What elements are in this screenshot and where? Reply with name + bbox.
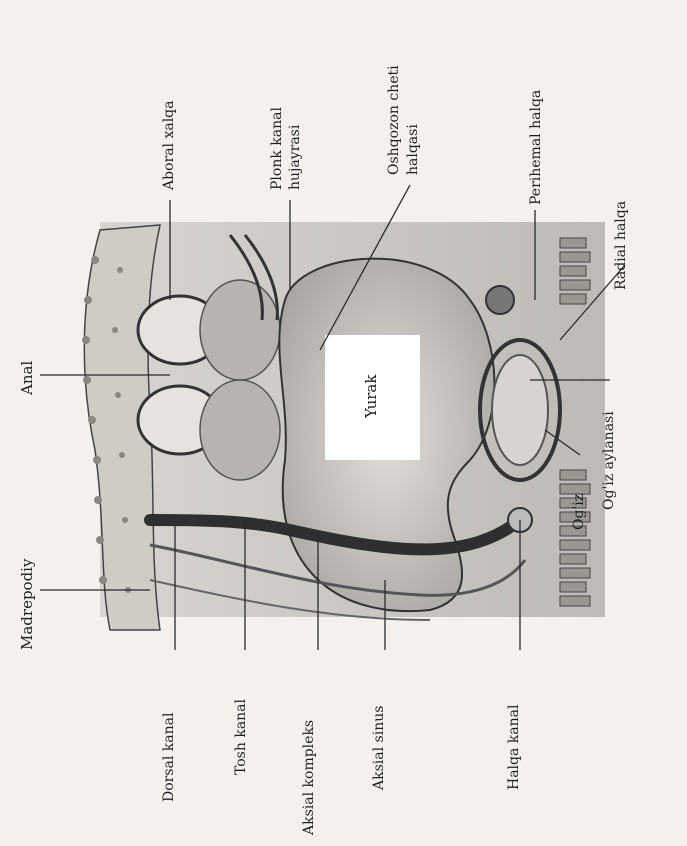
label-tosh-kanal: Tosh kanal xyxy=(232,699,250,775)
label-oshqozon-1: Oshqozon cheti xyxy=(385,65,403,175)
label-radial-halqa: Radial halqa xyxy=(612,201,630,290)
label-madrepodiy: Madrepodiy xyxy=(18,559,36,650)
radial-bulb-top xyxy=(486,286,514,314)
mouth-opening xyxy=(492,355,548,465)
label-yurak: Yurak xyxy=(362,375,380,418)
label-anal: Anal xyxy=(18,361,36,395)
gonad-lobe-bottom xyxy=(200,380,280,480)
label-aksial-sinus: Aksial sinus xyxy=(370,706,388,790)
label-plonk-kanal-2: hujayrasi xyxy=(286,125,304,190)
label-perihemal-halqa: Perihemal halqa xyxy=(527,90,545,205)
label-oshqozon-2: halqasi xyxy=(404,124,422,175)
gonad-lobe-top xyxy=(200,280,280,380)
label-dorsal-kanal: Dorsal kanal xyxy=(160,713,178,802)
label-aksial-kompleks: Aksial kompleks xyxy=(300,720,318,835)
label-ogiz-aylanasi: Og'iz aylanasi xyxy=(600,411,618,510)
label-halqa-kanal: Halqa kanal xyxy=(505,705,523,790)
label-ogiz: Og'iz xyxy=(570,494,588,530)
label-aboral-xalqa: Aboral xalqa xyxy=(160,101,178,191)
label-plonk-kanal-1: Plonk kanal xyxy=(268,107,286,190)
